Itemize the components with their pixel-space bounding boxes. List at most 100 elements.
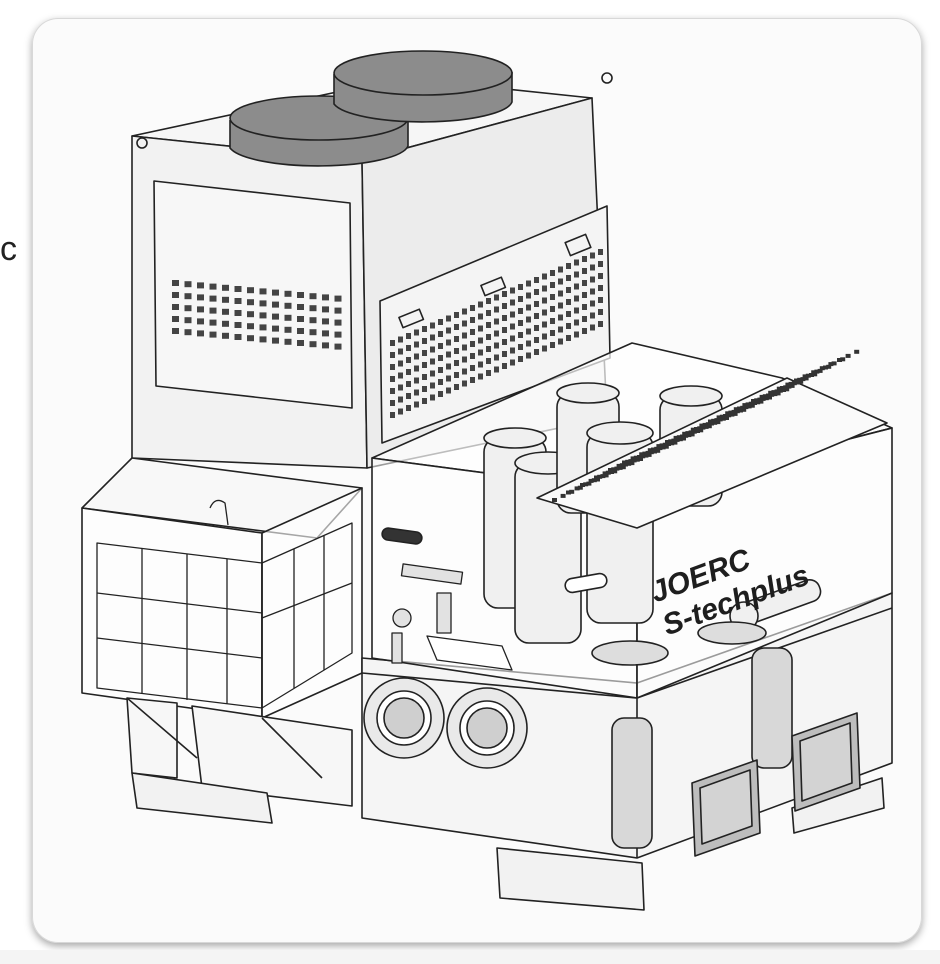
tank-foot-front xyxy=(496,847,645,911)
vent-hole xyxy=(446,387,451,394)
vent-hole xyxy=(552,498,557,502)
vent-hole xyxy=(590,252,595,259)
vent-hole xyxy=(598,285,603,291)
machine-drawing: JOERC S-techplus xyxy=(81,50,893,911)
vent-hole xyxy=(454,324,459,330)
vent-hole xyxy=(297,292,304,298)
bottom-strip xyxy=(0,950,940,964)
vent-hole xyxy=(247,335,254,342)
vent-hole xyxy=(823,365,828,370)
vent-hole xyxy=(598,297,603,303)
vent-hole xyxy=(542,333,547,340)
vent-hole xyxy=(234,310,242,316)
left-foot xyxy=(131,772,273,824)
vent-hole xyxy=(422,362,427,368)
vent-hole xyxy=(398,336,403,343)
vent-hole xyxy=(582,280,587,286)
vent-hole xyxy=(272,337,279,344)
vent-hole xyxy=(534,301,539,307)
left-basket-box xyxy=(81,457,363,719)
vent-hole xyxy=(590,264,595,271)
vent-hole xyxy=(647,448,653,453)
vent-hole xyxy=(462,380,467,387)
vent-hole xyxy=(759,394,765,399)
vent-hole xyxy=(478,373,483,380)
vent-hole xyxy=(754,398,760,403)
fan-right xyxy=(333,50,513,123)
vent-hole xyxy=(502,327,507,333)
vent-hole xyxy=(550,342,555,348)
vent-hole xyxy=(209,331,217,338)
vent-hole xyxy=(742,403,748,408)
vent-hole xyxy=(209,307,217,314)
vent-hole xyxy=(390,412,395,418)
vent-hole xyxy=(390,364,395,370)
vent-hole xyxy=(608,468,613,472)
vent-hole xyxy=(494,306,499,313)
vent-hole xyxy=(574,331,579,338)
vent-hole xyxy=(725,411,731,416)
vent-hole xyxy=(446,351,451,358)
vent-hole xyxy=(566,275,571,281)
vent-hole xyxy=(197,294,204,301)
vent-hole xyxy=(430,394,435,401)
vent-hole xyxy=(614,466,620,471)
vent-hole xyxy=(694,427,699,431)
vent-hole xyxy=(550,294,555,300)
vent-hole xyxy=(566,490,571,495)
vent-hole xyxy=(582,328,587,334)
vent-hole xyxy=(502,363,507,369)
vent-hole xyxy=(494,318,499,325)
vent-hole xyxy=(197,306,204,313)
vent-hole xyxy=(577,485,583,490)
vent-hole xyxy=(566,323,571,329)
vent-hole xyxy=(560,493,566,498)
vent-hole xyxy=(534,349,539,355)
vent-hole xyxy=(184,317,192,324)
vent-hole xyxy=(826,364,832,369)
vent-hole xyxy=(708,419,713,424)
vent-hole xyxy=(723,414,728,418)
vent-hole xyxy=(430,382,435,389)
vent-hole xyxy=(845,353,851,358)
vent-hole xyxy=(598,261,603,267)
vent-hole xyxy=(705,422,711,427)
vent-hole xyxy=(534,277,539,283)
vent-hole xyxy=(172,316,179,322)
vent-hole xyxy=(737,406,742,411)
vent-hole xyxy=(438,391,443,397)
vent-hole xyxy=(697,426,703,431)
vent-hole xyxy=(184,293,192,300)
vent-hole xyxy=(740,405,746,410)
vent-hole xyxy=(785,382,791,387)
vent-hole xyxy=(197,330,204,337)
vent-hole xyxy=(690,427,696,432)
vent-hole xyxy=(598,249,603,255)
junction-box-rear xyxy=(791,712,861,812)
filter-column-lower xyxy=(611,717,653,849)
vent-hole xyxy=(247,323,254,330)
flange-right xyxy=(446,687,528,769)
vent-hole xyxy=(510,311,515,318)
vent-hole xyxy=(814,369,820,374)
vent-hole xyxy=(414,341,419,348)
vent-hole xyxy=(259,288,267,295)
vent-hole xyxy=(805,373,811,378)
vent-hole xyxy=(322,330,329,337)
vent-hole xyxy=(272,313,279,320)
vent-hole xyxy=(430,370,435,377)
vent-hole xyxy=(422,374,427,380)
vent-hole xyxy=(837,358,842,362)
vent-hole xyxy=(430,322,435,329)
vent-hole xyxy=(309,341,317,348)
vent-hole xyxy=(462,356,467,363)
vent-hole xyxy=(510,347,515,354)
vent-hole xyxy=(272,289,279,296)
vent-hole xyxy=(598,273,603,279)
vent-hole xyxy=(676,435,682,440)
vent-hole xyxy=(574,283,579,290)
vent-hole xyxy=(486,370,491,376)
lid-holes xyxy=(552,349,860,502)
vent-hole xyxy=(197,282,204,289)
vent-hole xyxy=(334,307,342,314)
